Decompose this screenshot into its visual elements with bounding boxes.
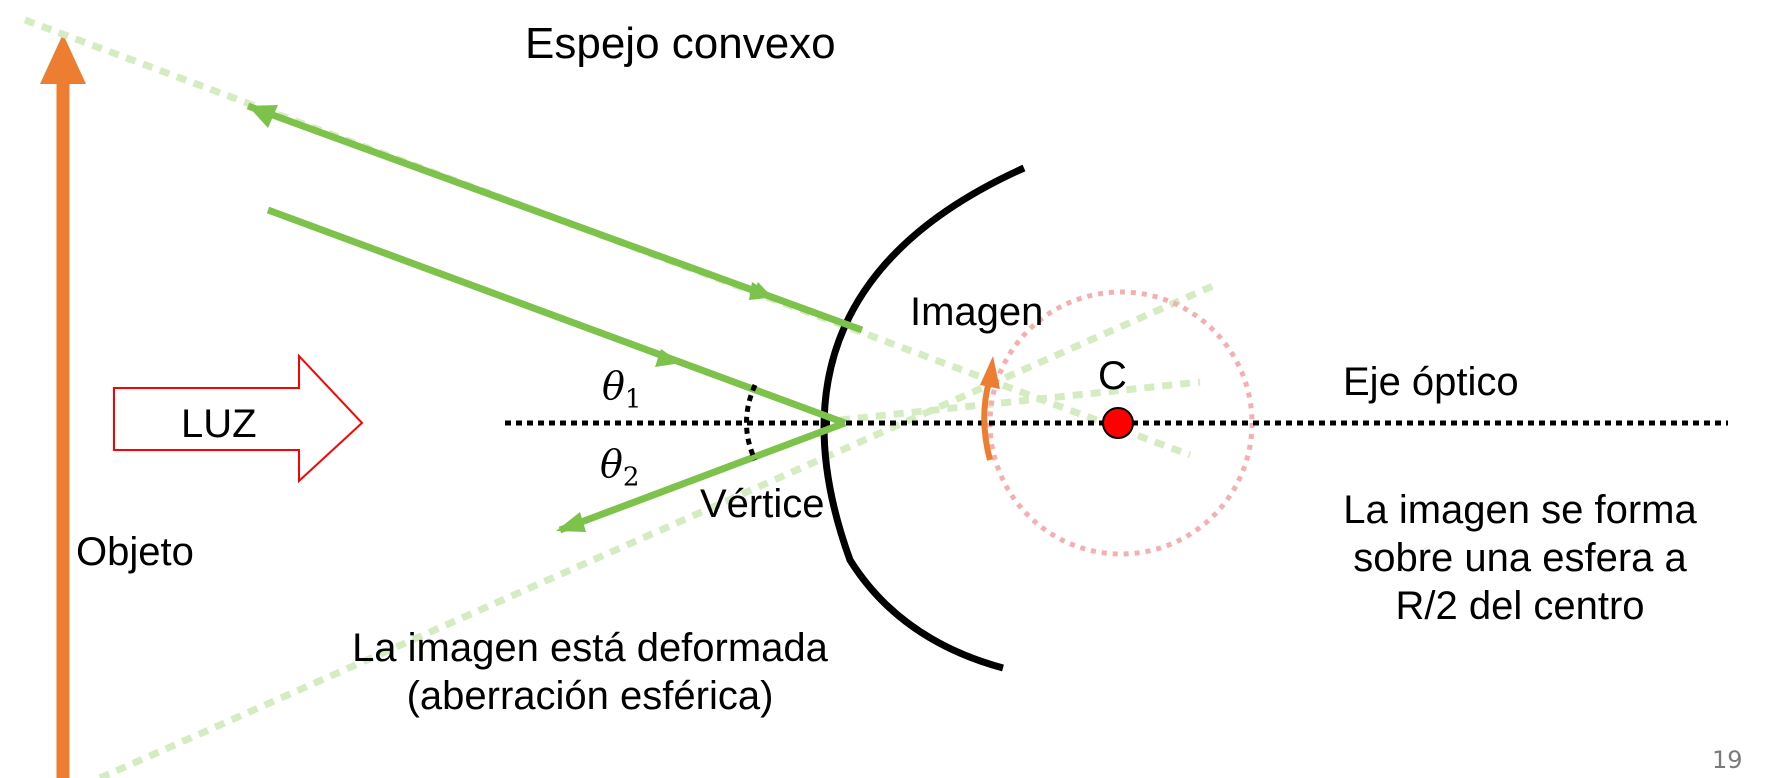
image-arrow [981, 374, 994, 461]
dashed-extension-mid [839, 378, 1201, 424]
image-label: Imagen [910, 290, 1044, 334]
theta1-subscript: 1 [624, 384, 642, 415]
light-arrow [113, 353, 364, 484]
center-point [1102, 407, 1134, 439]
ray-upper-direction-mark [749, 282, 776, 300]
page-number: 19 [1712, 746, 1743, 774]
aberration-note-line1: La imagen está deformada [352, 626, 828, 670]
reflected-ray-lower-arrowhead [556, 512, 586, 532]
theta2-symbol: θ [600, 442, 623, 486]
object-label: Objeto [76, 530, 194, 574]
center-label: C [1098, 354, 1127, 398]
object-arrow-head [40, 34, 86, 84]
light-label: LUZ [181, 402, 257, 446]
theta2-subscript: 2 [622, 462, 640, 493]
aberration-note-line2: (aberración esférica) [406, 674, 774, 718]
optical-axis-label: Eje óptico [1343, 360, 1519, 404]
slide-title: Espejo convexo [525, 19, 836, 68]
incident-ray [266, 206, 847, 427]
reflected-ray-upper-arrowhead [248, 105, 278, 128]
reflected-ray-lower [558, 419, 847, 534]
vertex-label: Vértice [700, 482, 825, 526]
theta1-label: θ1 [602, 364, 641, 415]
angle-arc [744, 383, 758, 462]
theta2-label: θ2 [600, 442, 639, 493]
sphere-note: La imagen se forma sobre una esfera a R/… [1300, 486, 1740, 630]
sphere-note-line1: La imagen se forma [1343, 488, 1697, 532]
dashed-extension-lower [98, 281, 1217, 778]
incident-ray-midmark [655, 349, 681, 367]
convex-mirror [820, 164, 1026, 672]
aberration-note: La imagen está deformada (aberración esf… [320, 624, 860, 720]
theta1-symbol: θ [602, 364, 625, 408]
image-arrow-head [980, 356, 1000, 389]
sphere-note-line2: sobre una esfera a [1353, 536, 1687, 580]
sphere-note-line3: R/2 del centro [1395, 584, 1645, 628]
